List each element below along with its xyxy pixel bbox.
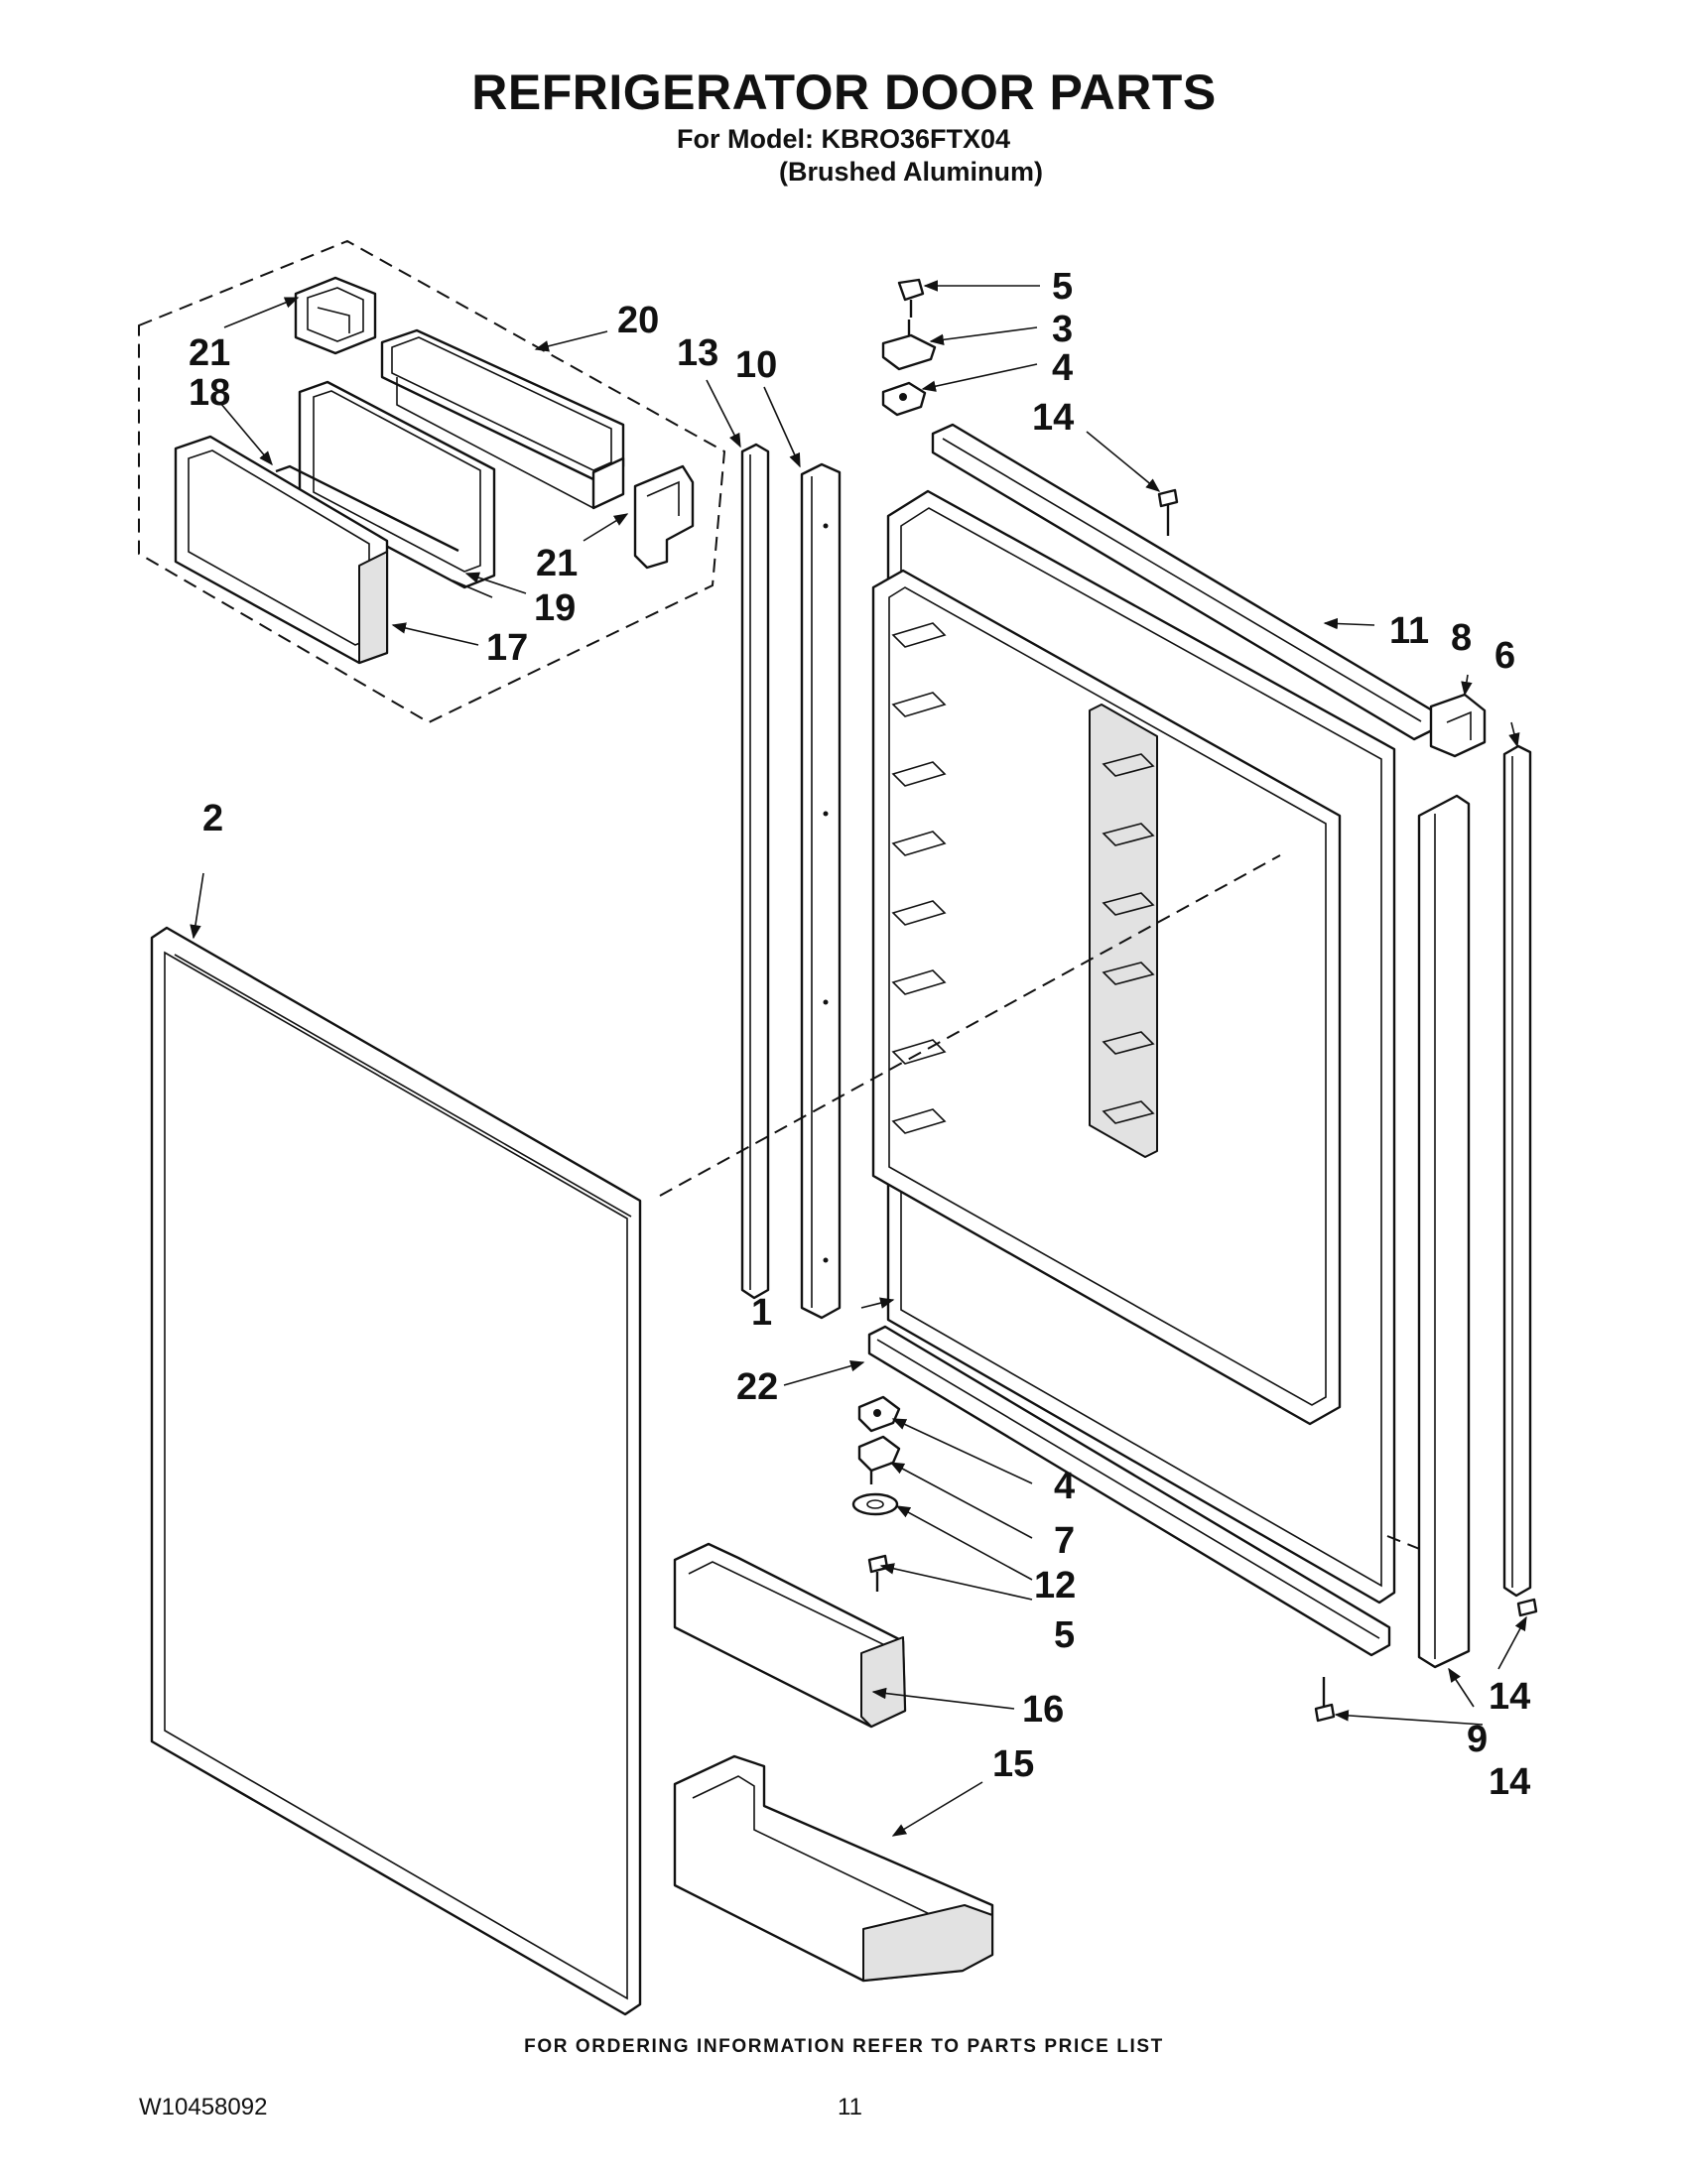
callout-14-top: 14 [1032,397,1074,439]
part-18-trim-strip [275,464,459,553]
screw-14-lower-right [1516,1598,1538,1617]
callout-18: 18 [189,372,230,414]
document-number: W10458092 [139,2094,268,2120]
part-8-hinge-bracket [1429,693,1487,758]
model-line: For Model: KBRO36FTX04 [677,124,1011,154]
screw-14-lower-center [1314,1677,1336,1723]
page-title: REFRIGERATOR DOOR PARTS [471,64,1217,120]
callout-7: 7 [1054,1520,1075,1562]
alignment-line-gasket-to-liner [659,854,1281,1197]
parts-group-outline [138,239,726,724]
screw-14-top [1157,488,1179,536]
callout-17: 17 [486,627,528,669]
part-16-door-bin-small [673,1542,907,1729]
callout-4-lower: 4 [1054,1466,1075,1507]
callout-22: 22 [736,1366,778,1408]
callout-3: 3 [1052,309,1073,350]
callout-19: 19 [534,587,576,629]
callout-9: 9 [1467,1719,1488,1760]
callout-13: 13 [677,332,718,374]
upper-hinge-assembly [881,278,937,417]
callout-4-upper: 4 [1052,347,1073,389]
callout-labels: 1 2 3 4 4 5 5 6 7 8 9 10 11 12 13 14 14 … [189,266,1530,1803]
callout-10: 10 [735,344,777,386]
callout-2: 2 [202,798,223,839]
part-21-end-cap-upper [294,276,377,355]
leader-lines [190,280,1527,1837]
lower-hinge-assembly [851,1395,901,1592]
callout-21-upper: 21 [189,332,230,374]
part-21-end-cap-lower [633,464,695,570]
callout-12: 12 [1034,1565,1076,1606]
callout-14-right: 14 [1489,1676,1530,1718]
callout-16: 16 [1022,1689,1064,1731]
callout-1: 1 [751,1292,772,1334]
page-number: 11 [838,2094,862,2120]
callout-6: 6 [1494,635,1515,677]
callout-20: 20 [617,300,659,341]
part-10-side-trim [800,462,842,1320]
part-13-side-trim [740,443,770,1300]
callout-5-lower: 5 [1054,1614,1075,1656]
callout-14-bottom: 14 [1489,1761,1530,1803]
part-9-hinge-side-trim [1417,794,1471,1669]
part-17-front-panel [174,435,389,665]
part-2-door-gasket [150,926,642,2016]
part-15-door-bin-large [673,1754,994,1983]
finish-line: (Brushed Aluminum) [779,157,1043,187]
part-6-side-trim [1502,744,1532,1598]
part-22-bottom-rail [867,1325,1391,1657]
part-20-bin-frame [380,328,625,510]
part-1-door-liner [871,489,1396,1605]
callout-11: 11 [1389,610,1429,652]
callout-15: 15 [992,1743,1034,1785]
model-subtitle: For Model: KBRO36FTX04 (Brushed Aluminum… [677,123,1043,189]
callout-5-upper: 5 [1052,266,1073,308]
ordering-note: FOR ORDERING INFORMATION REFER TO PARTS … [524,2036,1164,2057]
callout-21-lower: 21 [536,543,578,584]
callout-8: 8 [1451,617,1472,659]
